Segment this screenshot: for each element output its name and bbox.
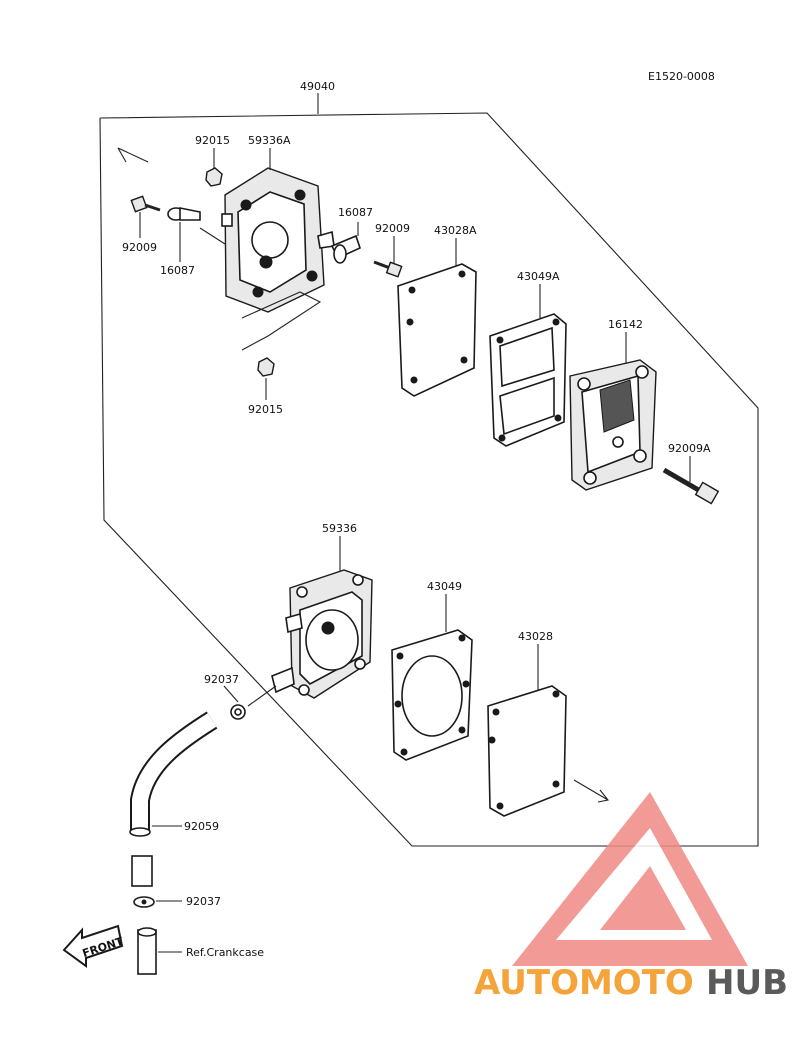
hose (129, 711, 218, 837)
label-clamp-lower: 92037 (186, 895, 221, 908)
label-clip-top: 92015 (195, 134, 230, 147)
lower-pump-body (271, 569, 373, 699)
label-fitting-left: 16087 (160, 264, 195, 277)
screw-mid (373, 260, 403, 278)
upper-pump-cover (221, 167, 335, 313)
gasket-upper (397, 263, 477, 397)
clamp-lower (133, 896, 155, 908)
label-gasket-upper: 43028A (434, 224, 477, 237)
label-fitting-right: 16087 (338, 206, 373, 219)
watermark-text-a: AUTOMOTO (474, 963, 694, 1003)
assembly-outline (99, 112, 759, 847)
hose-fitting (131, 855, 153, 887)
diagram-code: E1520-0008 (648, 70, 715, 83)
label-body-lower: 59336 (322, 522, 357, 535)
label-crankcase: Ref.Crankcase (186, 946, 264, 959)
diaphragm-upper (489, 313, 567, 447)
gasket-lower (487, 685, 567, 817)
watermark-logo (512, 792, 748, 966)
label-cover-upper: 59336A (248, 134, 291, 147)
label-gasket-lower: 43028 (518, 630, 553, 643)
leader-fitting-left-dash (199, 227, 226, 245)
clip-top (205, 167, 223, 187)
watermark-text-b: HUB (706, 963, 788, 1003)
label-assembly: 49040 (300, 80, 335, 93)
label-screw-mid: 92009 (375, 222, 410, 235)
leader-clamp-upper-dash (247, 685, 277, 707)
leader-gasket-arrow (573, 779, 609, 803)
label-diaphragm-upper: 43049A (517, 270, 560, 283)
bolt-long (662, 467, 720, 505)
label-clip-bottom: 92015 (248, 403, 283, 416)
clip-bottom (241, 291, 322, 377)
direction-arrow-icon (117, 147, 149, 163)
label-screw-left: 92009 (122, 241, 157, 254)
label-diaphragm-lower: 43049 (427, 580, 462, 593)
diaphragm-lower (391, 629, 473, 761)
label-valve-plate: 16142 (608, 318, 643, 331)
label-hose: 92059 (184, 820, 219, 833)
label-clamp-upper: 92037 (204, 673, 239, 686)
crankcase-nipple (137, 927, 157, 975)
leader-clamp-upper (223, 685, 239, 703)
label-bolt-long: 92009A (668, 442, 711, 455)
front-arrow-icon: FRONT (62, 924, 125, 968)
screw-left (130, 195, 161, 213)
clamp-upper (230, 704, 246, 720)
fitting-left (167, 207, 201, 221)
valve-plate (569, 359, 657, 491)
fitting-right (330, 234, 361, 264)
